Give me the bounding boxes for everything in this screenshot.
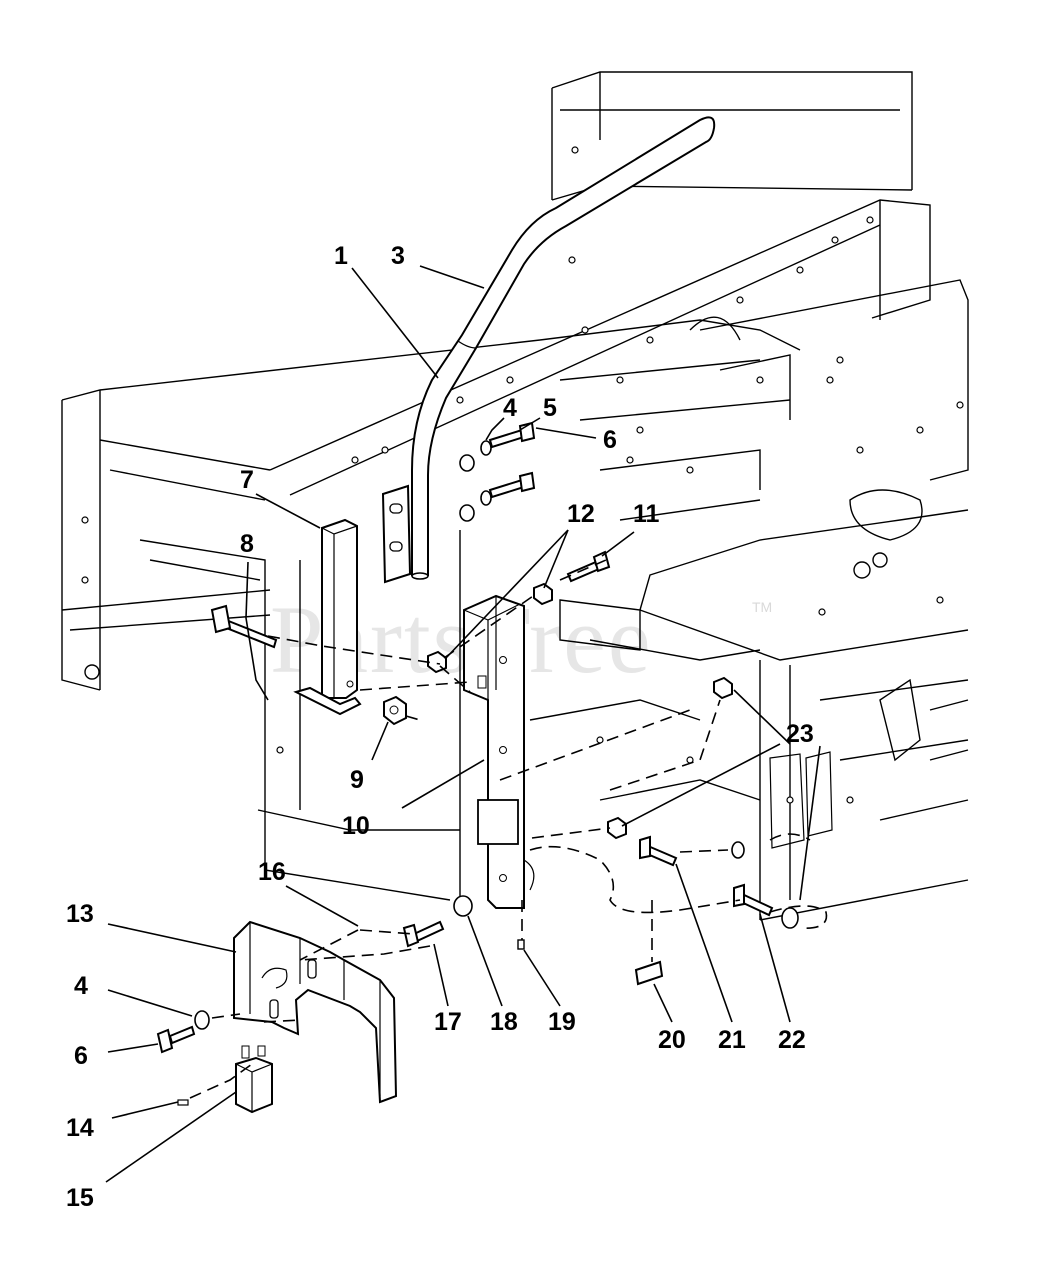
callout-4-lower: 4 (74, 972, 88, 1000)
switch-part-15 (177, 1045, 273, 1114)
callout-20: 20 (658, 1026, 686, 1054)
callout-19: 19 (548, 1008, 576, 1036)
callout-7: 7 (240, 466, 254, 494)
callout-9: 9 (350, 766, 364, 794)
callout-6-lower: 6 (74, 1042, 88, 1070)
lower-hardware (607, 676, 833, 986)
upper-bolt-set (459, 421, 536, 522)
watermark-trademark: TM (752, 599, 772, 615)
callout-5: 5 (543, 394, 557, 422)
callout-6-upper: 6 (603, 426, 617, 454)
callout-23: 23 (786, 720, 814, 748)
callout-12: 12 (567, 500, 595, 528)
frame-holes (81, 146, 964, 804)
callout-10: 10 (342, 812, 370, 840)
callout-17: 17 (434, 1008, 462, 1036)
callout-13: 13 (66, 900, 94, 928)
handle-tube (411, 116, 716, 580)
callout-14: 14 (66, 1114, 94, 1142)
bracket-part-7 (293, 518, 362, 716)
leader-lines (105, 265, 821, 1183)
lower-bolt-set (156, 1010, 210, 1054)
nut-part-9 (383, 695, 407, 726)
bolt-part-8 (210, 604, 278, 649)
callout-8: 8 (240, 530, 254, 558)
mower-frame (61, 71, 969, 921)
callout-11: 11 (633, 500, 660, 528)
callout-4-upper: 4 (503, 394, 517, 422)
callout-3: 3 (391, 242, 405, 270)
channel-part-10 (463, 594, 535, 909)
handle-mount-plate (381, 484, 412, 584)
callout-21: 21 (718, 1026, 746, 1054)
callout-16: 16 (258, 858, 286, 886)
callout-15: 15 (66, 1184, 94, 1212)
callout-18: 18 (490, 1008, 518, 1036)
callout-22: 22 (778, 1026, 806, 1054)
callout-labels: 1 3 4 5 6 7 8 9 10 11 12 13 4 6 14 15 16… (66, 242, 814, 1212)
assembly-lines (189, 559, 828, 1099)
cover-part-13 (233, 920, 398, 1104)
callout-1: 1 (334, 242, 348, 270)
bolt-part-17-set (402, 895, 525, 950)
